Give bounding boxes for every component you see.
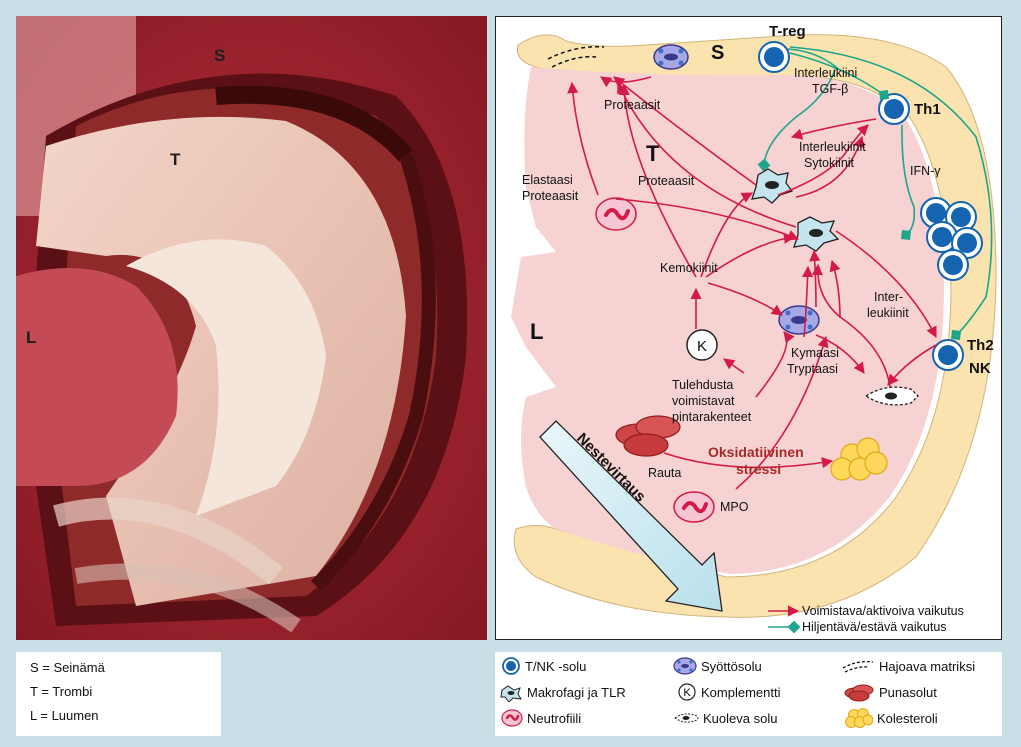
- label-stressi: stressi: [736, 461, 781, 477]
- mast-cell-icon: [673, 656, 697, 676]
- label-inter: Inter-: [874, 290, 903, 304]
- legend-inhibiting: Hiljentävä/estävä vaikutus: [802, 620, 947, 634]
- neutrophil-icon: [501, 708, 523, 728]
- legend-lumen: L = Luumen: [30, 708, 99, 723]
- macrophage-icon: [499, 682, 523, 702]
- cholesterol-icon: [845, 707, 873, 729]
- label-rauta: Rauta: [648, 466, 681, 480]
- label-proteaasit-top: Proteaasit: [604, 98, 661, 112]
- neutrophil: [596, 198, 636, 230]
- th2-label: Th2: [967, 337, 994, 354]
- legend-item-komplementti: K Komplementti: [677, 682, 780, 702]
- t-cell-icon: [501, 656, 521, 676]
- photo-label-wall: S: [214, 46, 225, 66]
- legend-item-tnk: T/NK -solu: [501, 656, 586, 676]
- label-sytokiinit: Sytokiinit: [804, 156, 855, 170]
- label-pintarakenteet: pintarakenteet: [672, 410, 752, 424]
- legend-item-hajoava: Hajoava matriksi: [841, 656, 975, 676]
- specimen-photo: S T L: [16, 16, 487, 640]
- treg-label: T-reg: [769, 23, 806, 40]
- svg-text:K: K: [683, 687, 691, 699]
- th1-label: Th1: [914, 101, 941, 118]
- label-proteaasit-mid: Proteaasit: [638, 174, 695, 188]
- specimen-photo-image: [16, 16, 487, 640]
- red-blood-cells-icon: [843, 682, 875, 702]
- label-interleukiini: Interleukiini: [794, 66, 857, 80]
- photo-label-lumen: L: [26, 328, 36, 348]
- label-mpo: MPO: [720, 500, 749, 514]
- label-ifn: IFN-γ: [910, 164, 941, 178]
- legend-item-makrofagi: Makrofagi ja TLR: [499, 682, 626, 702]
- legend-item-neutrofiili: Neutrofiili: [501, 708, 581, 728]
- dying-cell-icon: [673, 708, 699, 728]
- legend-item-punasolut: Punasolut: [843, 682, 937, 702]
- mechanism-diagram: S T L: [495, 16, 1002, 640]
- label-interleukiinit: Interleukiinit: [799, 140, 866, 154]
- complement-letter: K: [697, 338, 707, 355]
- mast-cell: [654, 45, 688, 69]
- complement-icon: K: [677, 682, 697, 702]
- abbreviation-legend: S = Seinämä T = Trombi L = Luumen: [16, 652, 221, 736]
- nk-label: NK: [969, 360, 991, 377]
- label-elastaasi: Elastaasi: [522, 173, 573, 187]
- mechanism-diagram-svg: S T L: [496, 17, 1002, 640]
- legend-wall: S = Seinämä: [30, 660, 105, 675]
- label-kymaasi: Kymaasi: [791, 346, 839, 360]
- label-voimistavat: voimistavat: [672, 394, 735, 408]
- cell-legend: T/NK -solu Makrofagi ja TLR Neutrofiili …: [495, 652, 1002, 736]
- label-tryptaasi: Tryptaasi: [787, 362, 838, 376]
- mast-cell: [779, 306, 819, 334]
- label-leukiinit: leukiinit: [867, 306, 909, 320]
- region-lumen-label: L: [530, 319, 543, 344]
- thrombus: [511, 67, 944, 574]
- label-kemokiinit: Kemokiinit: [660, 261, 718, 275]
- label-proteaasit-left: Proteaasit: [522, 189, 579, 203]
- label-oksidatiivinen: Oksidatiivinen: [708, 444, 804, 460]
- legend-item-kolesteroli: Kolesteroli: [845, 708, 938, 728]
- label-tgf: TGF-β: [812, 82, 848, 96]
- legend-item-syottosolu: Syöttösolu: [673, 656, 762, 676]
- neutrophil: [674, 492, 714, 522]
- legend-item-kuoleva: Kuoleva solu: [673, 708, 777, 728]
- degrading-matrix-icon: [841, 656, 875, 676]
- photo-label-thrombus: T: [170, 150, 180, 170]
- legend-thrombus: T = Trombi: [30, 684, 92, 699]
- label-tulehdusta: Tulehdusta: [672, 378, 733, 392]
- complement: K: [687, 330, 717, 360]
- legend-activating: Voimistava/aktivoiva vaikutus: [802, 604, 964, 618]
- region-wall-label: S: [711, 42, 724, 64]
